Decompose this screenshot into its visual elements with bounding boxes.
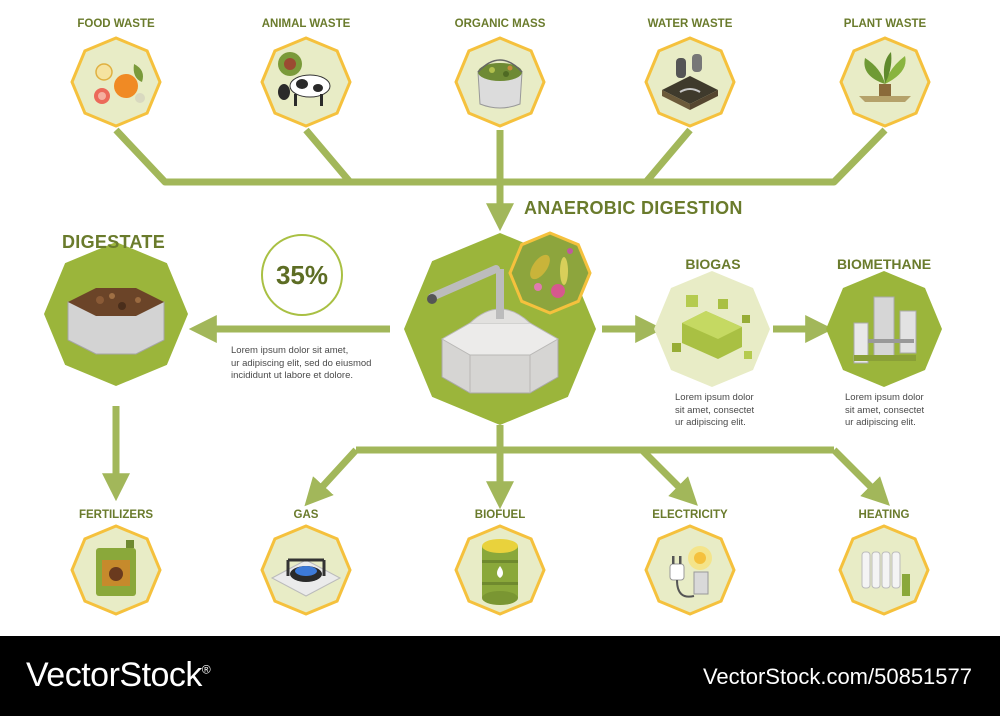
biogas-cloud-icon — [672, 295, 752, 359]
biogas-title: BIOGAS — [685, 256, 741, 272]
gas-burner-icon — [270, 558, 342, 597]
biomethane-tanks-icon — [853, 296, 917, 364]
biogas-node[interactable] — [654, 271, 770, 387]
input-label-plant-waste: PLANT WASTE — [843, 18, 927, 30]
output-fertilizers[interactable] — [70, 524, 162, 616]
output-biofuel[interactable] — [454, 524, 546, 616]
input-plant-waste[interactable] — [839, 36, 931, 128]
input-label-food-waste: FOOD WASTE — [77, 18, 155, 30]
process-arrows — [102, 315, 834, 502]
input-organic-mass[interactable] — [454, 36, 546, 128]
organic-mass-bucket-icon — [477, 59, 523, 109]
input-label-organic-mass: ORGANIC MASS — [454, 18, 546, 30]
biomethane-description: Lorem ipsum dolor sit amet, consectet ur… — [845, 392, 925, 428]
input-water-waste[interactable] — [644, 36, 736, 128]
process-title: ANAEROBIC DIGESTION — [524, 198, 743, 218]
output-label-fertilizers: FERTILIZERS — [78, 509, 154, 521]
input-animal-waste[interactable] — [260, 36, 352, 128]
output-heating[interactable] — [838, 524, 930, 616]
input-label-water-waste: WATER WASTE — [647, 18, 733, 30]
output-electricity[interactable] — [644, 524, 736, 616]
anaerobic-digester[interactable] — [404, 231, 596, 425]
biofuel-barrel-icon — [482, 539, 518, 605]
output-gas[interactable] — [260, 524, 352, 616]
output-label-heating: HEATING — [858, 509, 910, 521]
water-waste-pipes-icon — [662, 54, 718, 110]
digester-tank-icon — [427, 265, 560, 394]
radiator-icon — [861, 551, 910, 596]
output-label-electricity: ELECTRICITY — [652, 509, 728, 521]
input-food-waste[interactable] — [70, 36, 162, 128]
cow-icon — [278, 52, 331, 106]
input-label-animal-waste: ANIMAL WASTE — [261, 18, 351, 30]
digestate-node[interactable] — [44, 242, 188, 386]
watermark-footer: VectorStock® VectorStock.com/50851577 — [0, 636, 1000, 716]
flow-diagram — [44, 36, 942, 616]
food-waste-icon — [94, 63, 145, 104]
digestate-percent-badge: 35% — [261, 234, 343, 316]
image-id: VectorStock.com/50851577 — [702, 664, 972, 689]
plant-icon — [859, 52, 911, 102]
biomethane-node[interactable] — [826, 271, 942, 387]
fertilizer-canister-icon — [96, 540, 136, 596]
digestate-tank-icon — [67, 288, 165, 355]
biomethane-title: BIOMETHANE — [836, 256, 932, 272]
biogas-description: Lorem ipsum dolor sit amet, consectet ur… — [675, 392, 755, 428]
digestate-description: Lorem ipsum dolor sit amet, ur adipiscin… — [231, 345, 372, 381]
output-label-gas: GAS — [293, 509, 319, 521]
digestate-title: DIGESTATE — [62, 232, 166, 252]
bacteria-icon — [508, 231, 592, 315]
output-distribution-lines — [304, 425, 890, 510]
vectorstock-logo: VectorStock® — [26, 656, 211, 694]
output-label-biofuel: BIOFUEL — [474, 509, 526, 521]
input-collector-lines — [113, 127, 888, 232]
electric-plug-icon — [669, 546, 712, 598]
infographic-canvas: FOOD WASTE ANIMAL WASTE ORGANIC MASS WAT… — [44, 18, 942, 616]
